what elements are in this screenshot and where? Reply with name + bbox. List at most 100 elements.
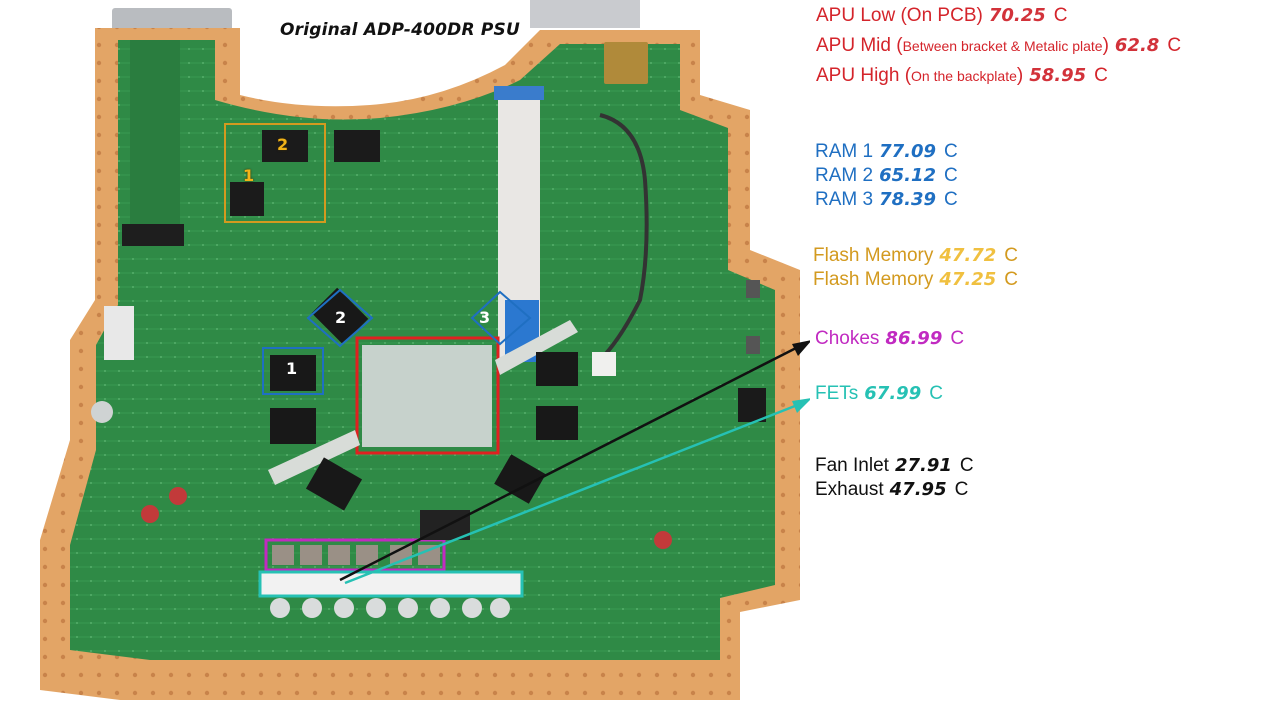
chokes-label: Chokes bbox=[815, 328, 880, 349]
ram-chip-5 bbox=[536, 352, 578, 386]
fan-inlet-value: 27.91 bbox=[894, 455, 952, 476]
ram-chip-6 bbox=[536, 406, 578, 440]
fan-inlet-label: Fan Inlet bbox=[815, 455, 889, 476]
side-port bbox=[738, 388, 766, 422]
ram-2-value: 65.12 bbox=[879, 165, 937, 186]
apu-mid-sublabel: Between bracket & Metalic plate bbox=[902, 38, 1103, 54]
side-button-1 bbox=[746, 280, 760, 298]
chokes-highlight-box bbox=[264, 538, 446, 572]
capacitor-red-1 bbox=[169, 487, 187, 505]
flash-highlight-box bbox=[224, 123, 326, 223]
fets-arrow-line bbox=[344, 402, 801, 585]
ribbon-cable bbox=[498, 92, 540, 360]
ram-2-unit: C bbox=[944, 165, 958, 186]
flash-chip-2 bbox=[262, 130, 308, 162]
flash-1-label: Flash Memory bbox=[813, 245, 934, 266]
exhaust-value: 47.95 bbox=[889, 479, 947, 500]
apu-low-unit: C bbox=[1053, 5, 1068, 26]
capacitor-row bbox=[270, 598, 510, 618]
apu-high-label-end: ) bbox=[1016, 65, 1024, 86]
flash-2-number: 2 bbox=[277, 135, 289, 154]
chokes-arrowhead bbox=[792, 340, 810, 356]
ram-chip-1 bbox=[270, 355, 316, 391]
apu-mid-reading: APU Mid (Between bracket & Metalic plate… bbox=[816, 34, 1181, 58]
wire-connector bbox=[592, 352, 616, 376]
ram-2-label: RAM 2 bbox=[815, 165, 874, 186]
chokes-unit: C bbox=[950, 328, 965, 349]
ram-3-highlight bbox=[470, 290, 532, 346]
ram-chip-8 bbox=[494, 454, 546, 504]
ram-2-number: 2 bbox=[335, 308, 347, 327]
ram-chip-4 bbox=[270, 408, 316, 444]
bracket-left bbox=[268, 430, 360, 485]
left-connector bbox=[104, 306, 134, 360]
apu-mid-label-end: ) bbox=[1102, 35, 1109, 56]
apu-high-unit: C bbox=[1094, 65, 1108, 86]
flash-1-value: 47.72 bbox=[939, 245, 997, 266]
motherboard-illustration bbox=[40, 0, 810, 700]
flash-chip-3 bbox=[334, 130, 380, 162]
apu-high-reading: APU High (On the backplate)58.95 C bbox=[816, 64, 1108, 88]
flash-1-unit: C bbox=[1004, 245, 1019, 266]
choke-row bbox=[272, 545, 440, 565]
flash-2-unit: C bbox=[1004, 269, 1019, 290]
fan-wire bbox=[598, 113, 649, 362]
m2-slot-area bbox=[130, 40, 180, 230]
capacitor-red-3 bbox=[654, 531, 672, 549]
apu-heatspreader bbox=[362, 345, 492, 447]
fets-highlight-box bbox=[258, 570, 524, 598]
fets-strip bbox=[260, 572, 522, 596]
exhaust-label: Exhaust bbox=[815, 479, 884, 500]
apu-high-label: APU High ( bbox=[816, 65, 912, 86]
apu-high-sublabel: On the backplate bbox=[911, 68, 1017, 84]
ram-3-number: 3 bbox=[479, 308, 491, 327]
ram-2-highlight bbox=[306, 288, 374, 348]
fets-value: 67.99 bbox=[864, 383, 922, 404]
apu-high-value: 58.95 bbox=[1029, 65, 1087, 86]
fets-unit: C bbox=[929, 383, 943, 404]
capacitor-left bbox=[91, 401, 113, 423]
ram-3-unit: C bbox=[944, 189, 958, 210]
fan-inlet-unit: C bbox=[959, 455, 974, 476]
wifi-module bbox=[604, 42, 648, 84]
bracket-right bbox=[495, 320, 578, 375]
flash-2-label: Flash Memory bbox=[813, 269, 934, 290]
capacitor-red-2 bbox=[141, 505, 159, 523]
apu-low-label: APU Low (On PCB) bbox=[816, 5, 983, 26]
fets-arrowhead bbox=[792, 398, 810, 413]
ram-chip-7 bbox=[305, 457, 363, 511]
ram-1-highlight bbox=[262, 347, 324, 395]
motherboard-photo: Original ADP-400DR PSU 1 2 3 1 2 bbox=[40, 0, 810, 700]
apu-highlight-box bbox=[355, 336, 500, 455]
fets-label: FETs bbox=[815, 383, 859, 404]
m2-connector bbox=[122, 224, 184, 246]
ram-1-number: 1 bbox=[286, 359, 298, 378]
apu-mid-unit: C bbox=[1167, 35, 1182, 56]
ram-1-value: 77.09 bbox=[879, 141, 937, 162]
photo-title: Original ADP-400DR PSU bbox=[280, 20, 520, 40]
apu-mid-label: APU Mid ( bbox=[816, 35, 903, 56]
apu-mid-value: 62.8 bbox=[1114, 35, 1160, 56]
side-button-2 bbox=[746, 336, 760, 354]
metal-frame-top-right bbox=[530, 0, 640, 28]
ram-3-value: 78.39 bbox=[879, 189, 937, 210]
chokes-arrow-line bbox=[339, 344, 801, 582]
ribbon-top-connector bbox=[494, 86, 544, 100]
ram-3-label: RAM 3 bbox=[815, 189, 874, 210]
exhaust-unit: C bbox=[954, 479, 969, 500]
chokes-value: 86.99 bbox=[885, 328, 943, 349]
metal-frame-top-left bbox=[112, 8, 232, 32]
flash-2-value: 47.25 bbox=[939, 269, 997, 290]
ram-1-label: RAM 1 bbox=[815, 141, 874, 162]
flash-1-number: 1 bbox=[243, 166, 255, 185]
